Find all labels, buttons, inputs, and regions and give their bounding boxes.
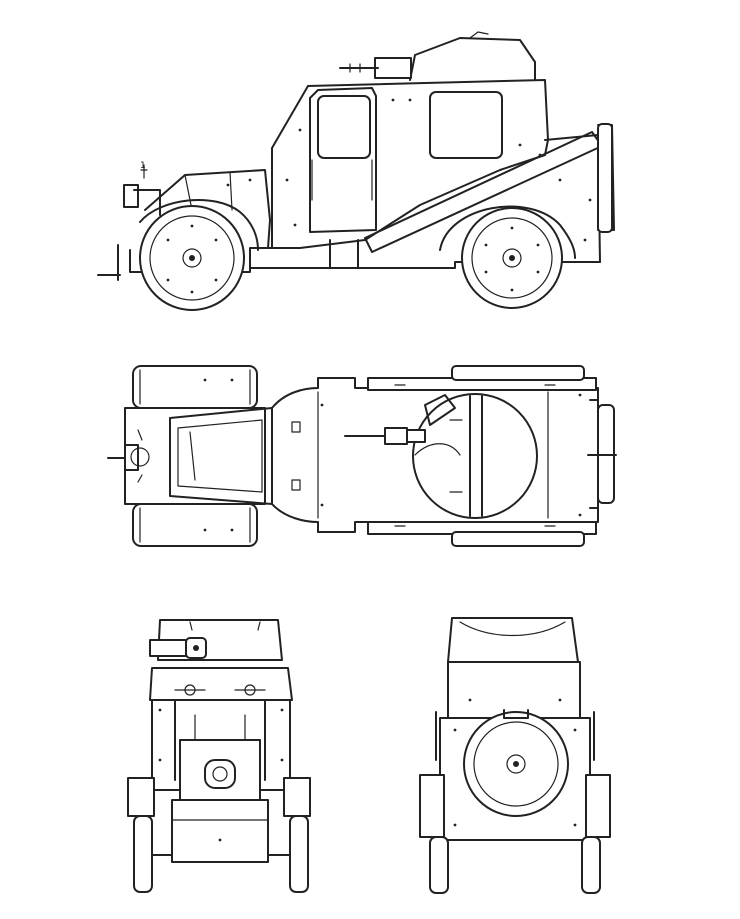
side-machine-gun-mount: [374, 57, 412, 79]
top-hatch-handles: [291, 384, 556, 527]
top-front-wheel-right: [132, 503, 258, 547]
top-rivets: [203, 378, 582, 532]
rear-right-fender: [585, 774, 611, 838]
rear-spare-wheel: [463, 709, 569, 817]
rear-turret: [447, 617, 579, 663]
front-right-fender: [283, 777, 311, 817]
top-headlamp: [124, 444, 139, 471]
top-gun-mount: [384, 427, 408, 445]
front-left-wheel: [133, 815, 153, 893]
rear-left-fender: [419, 774, 445, 838]
rear-view: [419, 617, 611, 894]
rear-left-wheel: [429, 836, 449, 894]
top-hull: [271, 377, 599, 533]
side-spare-wheel-edge: [597, 123, 613, 233]
side-turret: [409, 37, 536, 81]
top-front-wheel-left: [132, 365, 258, 409]
side-door: [309, 87, 377, 233]
side-rear-wheel: [461, 207, 563, 309]
front-lower-plate: [171, 799, 269, 863]
top-rear-wheel-left: [451, 365, 585, 381]
side-door-window: [317, 95, 371, 159]
side-view: 1: [97, 31, 615, 311]
top-front-frame: [124, 407, 266, 505]
rear-right-wheel: [581, 836, 601, 894]
rear-upper-hull: [447, 661, 581, 719]
front-headlamp: [204, 759, 236, 789]
front-right-wheel: [289, 815, 309, 893]
top-view: [107, 365, 617, 547]
front-rivets: [158, 708, 284, 842]
front-gun-port: [149, 639, 187, 657]
front-left-fender: [127, 777, 155, 817]
side-marker-label: 1: [140, 161, 146, 171]
top-turret: [412, 393, 538, 519]
side-window: [429, 91, 503, 159]
side-front-wheel: [139, 205, 245, 311]
side-rivets: [226, 98, 592, 242]
rear-rivets: [453, 698, 577, 827]
side-hood: [144, 169, 271, 249]
front-upper-hull: [149, 667, 293, 701]
side-rear-fender: [439, 205, 576, 259]
side-cab: [271, 79, 549, 249]
side-headlamp: [123, 184, 139, 208]
top-rear-wheel-right: [451, 531, 585, 547]
side-front-fender: [139, 199, 259, 251]
front-view: [127, 619, 311, 893]
